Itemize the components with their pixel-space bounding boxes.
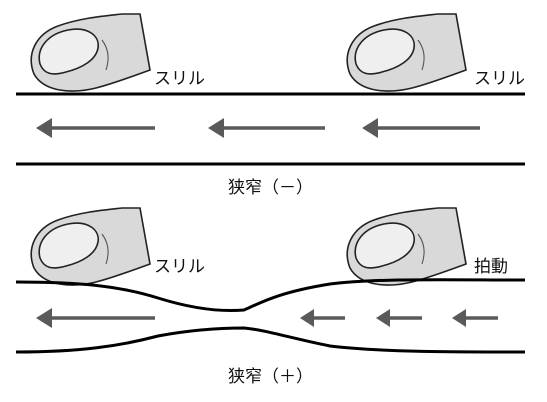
- finger-icon: [30, 207, 151, 286]
- finger-label-right: 拍動: [474, 257, 508, 277]
- finger-icon: [30, 13, 151, 92]
- top-panel: スリル スリル 狭窄（－）: [16, 13, 525, 198]
- bottom-panel: スリル 拍動 狭窄（＋）: [15, 207, 526, 387]
- left-arrow-icon: [208, 118, 325, 138]
- finger-label-right: スリル: [474, 69, 525, 89]
- vessel-wall-lower-stenotic: [15, 326, 526, 354]
- left-arrow-icon: [452, 309, 498, 327]
- vessel-wall-upper-stenotic: [15, 278, 526, 312]
- left-arrow-icon: [36, 308, 155, 328]
- left-arrow-icon: [362, 118, 480, 138]
- caption-stenosis: 狭窄（＋）: [228, 367, 313, 387]
- finger-icon: [346, 13, 467, 92]
- left-arrow-icon: [376, 309, 422, 327]
- finger-icon: [346, 207, 467, 286]
- finger-label-left: スリル: [154, 257, 205, 277]
- caption-no-stenosis: 狭窄（－）: [228, 178, 313, 198]
- finger-label-left: スリル: [154, 69, 205, 89]
- left-arrow-icon: [36, 118, 155, 138]
- left-arrow-icon: [300, 309, 345, 327]
